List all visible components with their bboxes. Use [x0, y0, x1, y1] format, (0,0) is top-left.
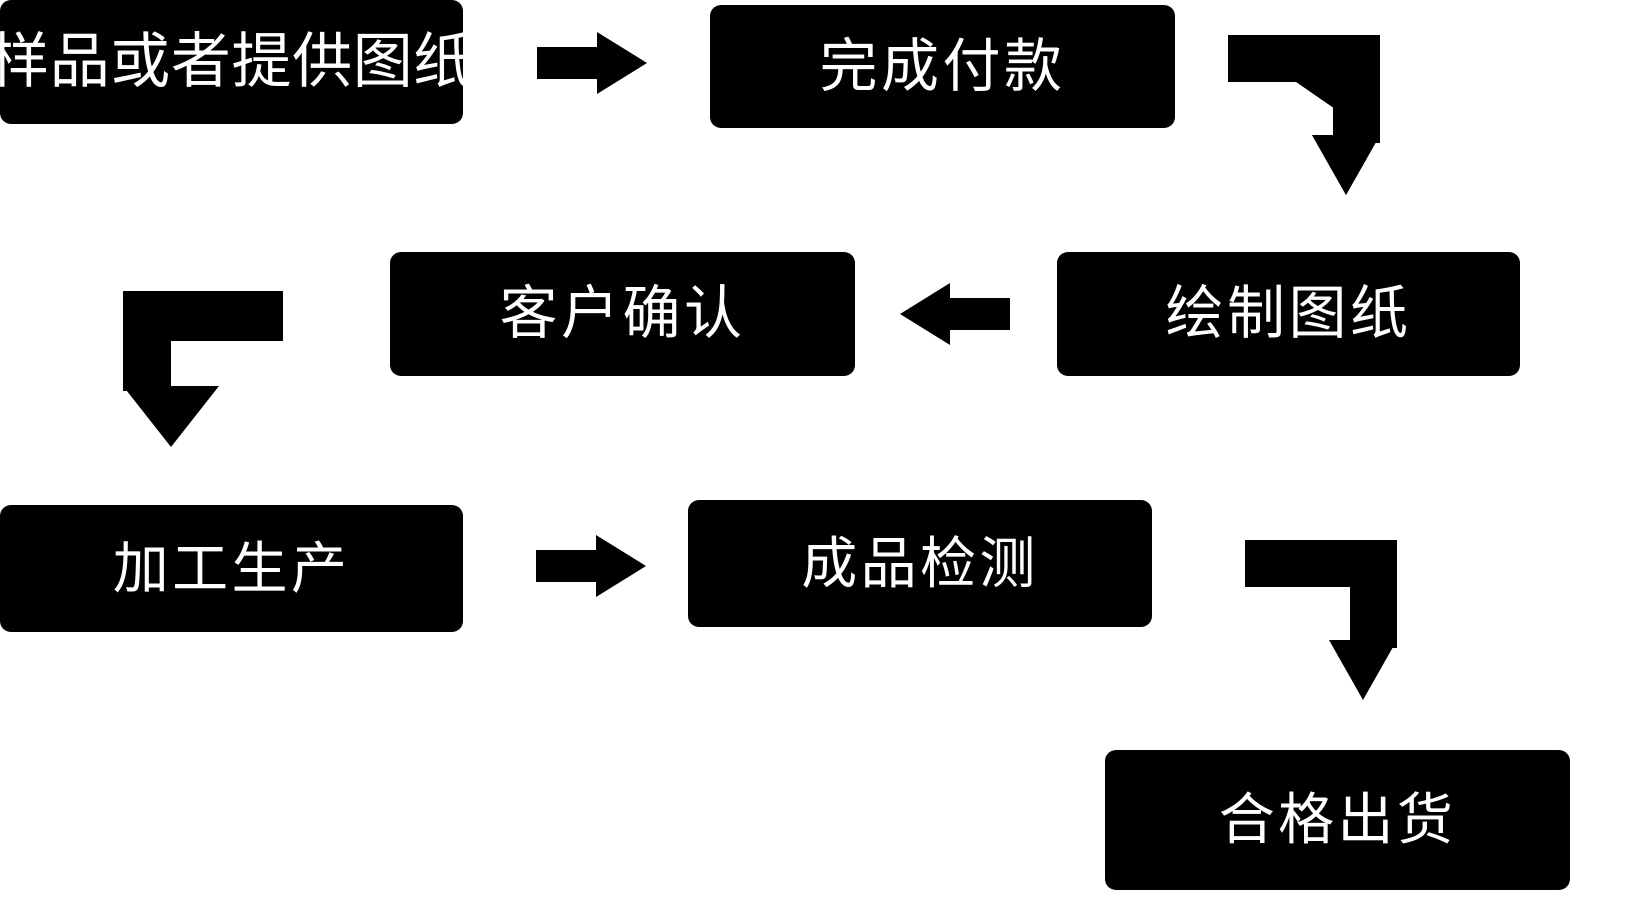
- arrow-left-icon: [900, 283, 1010, 345]
- flow-node-label: 合格出货: [1218, 788, 1457, 851]
- arrow-right-icon: [536, 535, 646, 597]
- flow-node-label: 样品或者提供图纸: [0, 28, 474, 95]
- flow-node-inspection[interactable]: 成品检测: [688, 500, 1152, 627]
- arrow-elbow-down-right-icon: [1228, 35, 1380, 195]
- flow-node-label: 加工生产: [112, 536, 351, 600]
- flow-node-label: 客户确认: [499, 281, 746, 346]
- flow-node-confirm[interactable]: 客户确认: [390, 252, 855, 376]
- flow-node-label: 成品检测: [801, 531, 1039, 595]
- flow-node-payment[interactable]: 完成付款: [710, 5, 1175, 128]
- arrow-elbow-down-left-icon: [123, 291, 283, 447]
- flow-node-label: 完成付款: [819, 33, 1066, 99]
- flow-node-production[interactable]: 加工生产: [0, 505, 463, 632]
- flow-node-sample[interactable]: 样品或者提供图纸: [0, 0, 473, 124]
- arrow-right-icon: [537, 32, 647, 94]
- arrow-elbow-down-right-icon: [1245, 540, 1397, 700]
- flow-node-shipping[interactable]: 合格出货: [1105, 750, 1570, 890]
- flow-node-drawing[interactable]: 绘制图纸: [1057, 252, 1520, 376]
- flow-node-label: 绘制图纸: [1165, 281, 1412, 346]
